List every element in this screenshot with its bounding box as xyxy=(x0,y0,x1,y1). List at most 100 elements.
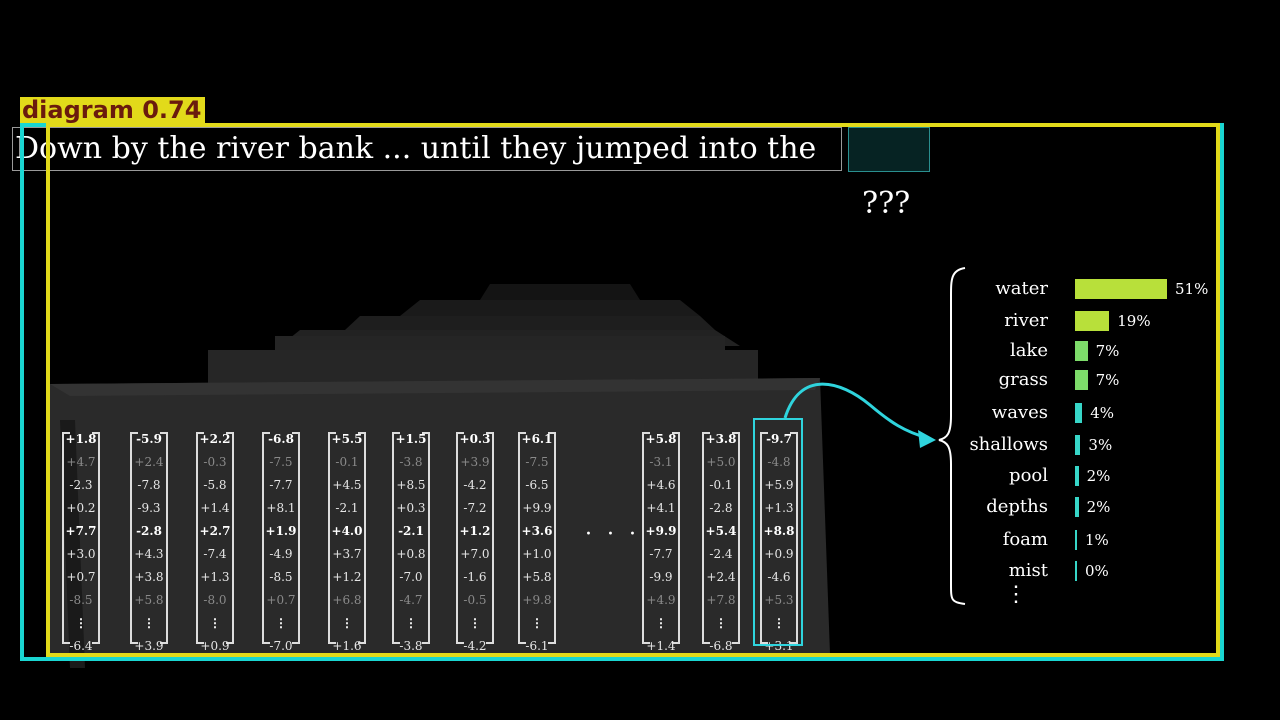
vector-value: +9.9 xyxy=(645,524,677,538)
vector-value: +1.6 xyxy=(332,639,362,653)
vector-value: -0.1 xyxy=(709,478,733,492)
prediction-bar xyxy=(1075,435,1081,455)
vector-value: +0.7 xyxy=(266,593,296,607)
vector-value: +1.3 xyxy=(200,570,230,584)
vector-value: +1.2 xyxy=(459,524,491,538)
vector-value: -4.6 xyxy=(767,570,791,584)
vector-value: -7.5 xyxy=(269,455,293,469)
vector-value: +6.1 xyxy=(521,432,553,446)
vector-value: +1.9 xyxy=(265,524,297,538)
vector-value: -6.8 xyxy=(709,639,733,653)
vector-value: -2.1 xyxy=(398,524,424,538)
prediction-word: depths xyxy=(986,496,1048,517)
vector-value: +5.0 xyxy=(706,455,736,469)
vector-column: +1.5-3.8+8.5+0.3-2.1+0.8-7.0-4.7⋮-3.8 xyxy=(392,428,430,653)
prediction-bar xyxy=(1075,279,1167,299)
prediction-word: river xyxy=(1004,310,1048,331)
vector-value: +2.4 xyxy=(706,570,736,584)
vector-value: +1.2 xyxy=(332,570,362,584)
vector-column: +5.5-0.1+4.5-2.1+4.0+3.7+1.2+6.8⋮+1.6 xyxy=(328,428,366,653)
vector-value: +1.5 xyxy=(395,432,427,446)
vector-value: ⋮ xyxy=(405,616,417,630)
prediction-bar xyxy=(1075,403,1083,423)
prediction-percent: 1% xyxy=(1085,531,1109,549)
vector-value: +7.0 xyxy=(460,547,490,561)
vector-value: +0.2 xyxy=(66,501,96,515)
ellipsis: · · · xyxy=(585,522,640,547)
vector-column: +6.1-7.5-6.5+9.9+3.6+1.0+5.8+9.8⋮-6.1 xyxy=(518,428,556,653)
vector-value: +4.6 xyxy=(646,478,676,492)
vector-value: ⋮ xyxy=(469,616,481,630)
question-marks: ??? xyxy=(862,186,911,221)
vector-value: -8.5 xyxy=(69,593,93,607)
vector-value: +3.8 xyxy=(705,432,737,446)
prediction-percent: 4% xyxy=(1090,404,1114,422)
vector-value: +1.3 xyxy=(764,501,794,515)
vector-value: +3.0 xyxy=(66,547,96,561)
vector-value: +6.8 xyxy=(332,593,362,607)
vector-value: +4.5 xyxy=(332,478,362,492)
vector-value: +0.3 xyxy=(396,501,426,515)
vector-value: +0.9 xyxy=(764,547,794,561)
prediction-percent: 3% xyxy=(1088,436,1113,454)
prediction-word: shallows xyxy=(969,434,1048,455)
vector-value: +1.0 xyxy=(522,547,552,561)
vector-value: -4.2 xyxy=(463,478,487,492)
vector-value: +2.4 xyxy=(134,455,164,469)
vector-value: +0.8 xyxy=(396,547,426,561)
prediction-bar xyxy=(1075,497,1079,517)
vector-value: +3.9 xyxy=(460,455,490,469)
prompt-text: Down by the river bank ... until they ju… xyxy=(12,127,842,171)
vector-value: +5.4 xyxy=(705,524,737,538)
vector-value: ⋮ xyxy=(655,616,667,630)
vector-value: +5.8 xyxy=(134,593,164,607)
vector-value: +8.8 xyxy=(763,524,795,538)
vector-value: -5.8 xyxy=(203,478,227,492)
vector-value: -6.1 xyxy=(525,639,549,653)
prediction-word: mist xyxy=(1008,560,1048,581)
prediction-word: lake xyxy=(1009,340,1048,361)
prediction-percent: 2% xyxy=(1086,498,1111,516)
vector-value: -7.5 xyxy=(525,455,549,469)
vector-value: +2.2 xyxy=(199,432,231,446)
last-vector-highlight xyxy=(753,418,803,646)
prediction-percent: 0% xyxy=(1085,562,1109,580)
vector-value: -7.4 xyxy=(203,547,227,561)
vector-value: +4.7 xyxy=(66,455,96,469)
vector-value: -2.1 xyxy=(335,501,359,515)
vector-value: +8.1 xyxy=(266,501,296,515)
brace xyxy=(938,267,966,605)
vector-column: +5.8-3.1+4.6+4.1+9.9-7.7-9.9+4.9⋮+1.4 xyxy=(642,428,680,653)
vector-value: -3.1 xyxy=(649,455,673,469)
vector-value: -7.0 xyxy=(399,570,423,584)
vector-value: -2.8 xyxy=(709,501,733,515)
next-token-blank xyxy=(848,127,930,172)
prediction-percent: 2% xyxy=(1086,467,1111,485)
vector-value: +3.1 xyxy=(764,639,794,653)
vector-value: +5.3 xyxy=(764,593,794,607)
vector-value: +7.7 xyxy=(65,524,97,538)
vector-value: -6.8 xyxy=(268,432,294,446)
prediction-word: pool xyxy=(1009,465,1048,486)
vector-value: -4.7 xyxy=(399,593,423,607)
vector-value: -2.3 xyxy=(69,478,93,492)
prediction-bar xyxy=(1075,341,1088,361)
vector-value: +3.6 xyxy=(521,524,553,538)
vector-value: -3.8 xyxy=(399,639,423,653)
vector-value: -2.4 xyxy=(709,547,733,561)
vector-value: -0.5 xyxy=(463,593,487,607)
vector-value: -4.2 xyxy=(463,639,487,653)
vector-value: -7.2 xyxy=(463,501,487,515)
vector-value: +4.1 xyxy=(646,501,676,515)
vector-value: +3.7 xyxy=(332,547,362,561)
vector-column: -5.9+2.4-7.8-9.3-2.8+4.3+3.8+5.8⋮+3.9 xyxy=(130,428,168,653)
prediction-word: grass xyxy=(998,369,1048,390)
prediction-percent: 51% xyxy=(1175,280,1209,298)
vector-value: +1.4 xyxy=(200,501,230,515)
vector-value: -5.9 xyxy=(136,432,162,446)
vector-value: +1.4 xyxy=(646,639,676,653)
detection-class: diagram xyxy=(22,96,134,124)
vector-value: -6.5 xyxy=(525,478,549,492)
vector-value: -7.8 xyxy=(137,478,161,492)
